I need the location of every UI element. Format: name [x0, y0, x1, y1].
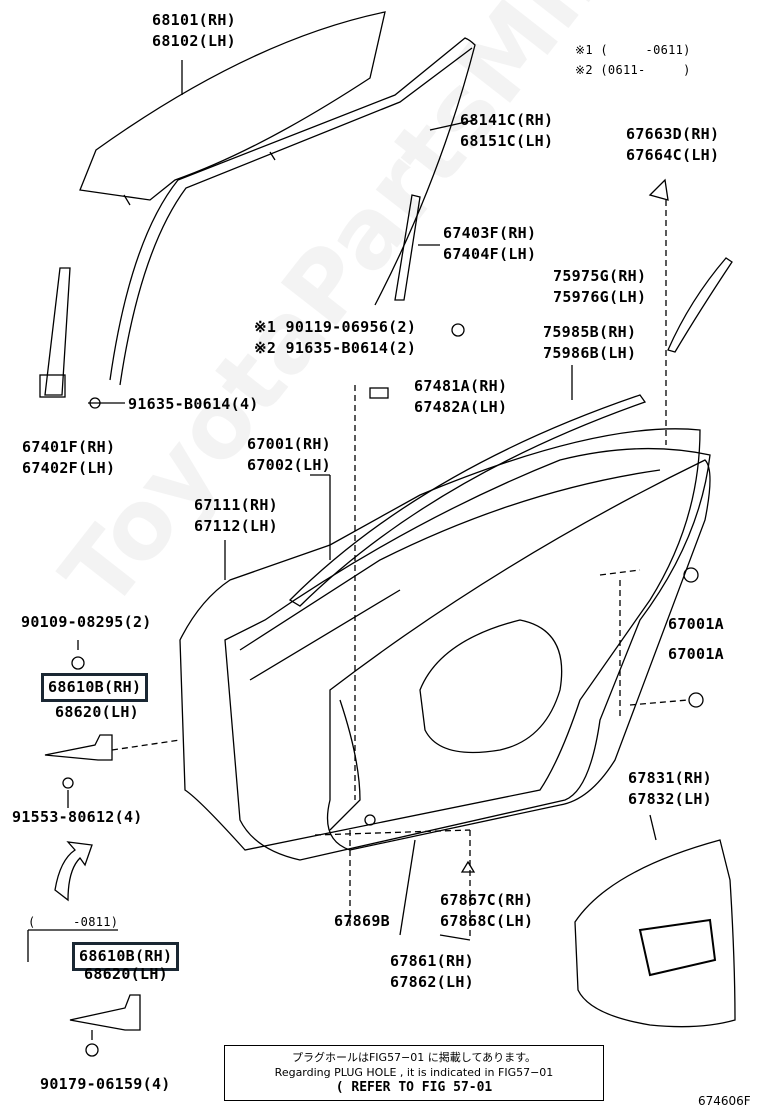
part-75986b-label[interactable]: 75986B(LH)	[543, 344, 637, 362]
door-check-alt	[69, 994, 141, 1031]
part-68102-label[interactable]: 68102(LH)	[152, 32, 236, 50]
part-67664c-label[interactable]: 67664C(LH)	[626, 146, 720, 164]
part-67402f-label[interactable]: 67402F(LH)	[22, 459, 116, 477]
direction-arrow	[54, 841, 93, 902]
part-68620-label[interactable]: 68620(LH)	[55, 703, 139, 721]
refer-fig-link[interactable]: ( REFER TO FIG 57-01	[335, 1080, 493, 1095]
part-68620-alt-label[interactable]: 68620(LH)	[84, 965, 168, 983]
part-68610b-label-highlighted[interactable]: 68610B(RH)	[41, 673, 149, 702]
part-75975g-label[interactable]: 75975G(RH)	[553, 267, 647, 285]
part-75976g-label[interactable]: 75976G(LH)	[553, 288, 647, 306]
part-67482a-label[interactable]: 67482A(LH)	[414, 398, 508, 416]
part-91553-label[interactable]: 91553-80612(4)	[12, 808, 143, 826]
variant-note-1: ※1 ( -0611)	[575, 43, 691, 57]
part-67401f-label[interactable]: 67401F(RH)	[22, 438, 116, 456]
part-67403f-label[interactable]: 67403F(RH)	[443, 224, 537, 242]
date-range-0811: ( -0811)	[28, 915, 119, 929]
variant-note-2: ※2 (0611- )	[575, 63, 691, 77]
part-68101-label[interactable]: 68101(RH)	[152, 11, 236, 29]
part-90179-label[interactable]: 90179-06159(4)	[40, 1075, 171, 1093]
door-inner-frame	[224, 447, 711, 861]
part-91635-label[interactable]: 91635-B0614(4)	[128, 395, 259, 413]
document-id: 674606F	[698, 1094, 751, 1108]
part-67404f-label[interactable]: 67404F(LH)	[443, 245, 537, 263]
rear-lower-frame	[44, 267, 71, 396]
plug-hole-footnote: プラグホールはFIG57−01 に掲載してあります。 Regarding PLU…	[224, 1045, 604, 1101]
part-67002-label[interactable]: 67002(LH)	[247, 456, 331, 474]
part-68141c-label[interactable]: 68141C(RH)	[460, 111, 554, 129]
door-outer-panel	[179, 428, 701, 851]
part-67663d-label[interactable]: 67663D(RH)	[626, 125, 720, 143]
part-68610b-alt-label-highlighted[interactable]: 68610B(RH)	[72, 942, 180, 971]
part-67111-label[interactable]: 67111(RH)	[194, 496, 278, 514]
footnote-english: Regarding PLUG HOLE , it is indicated in…	[274, 1066, 554, 1079]
service-hole	[419, 619, 563, 754]
part-67481a-label[interactable]: 67481A(RH)	[414, 377, 508, 395]
part-67001a-label-1[interactable]: 67001A	[668, 615, 724, 633]
part-91635-alt-label[interactable]: ※2 91635-B0614(2)	[254, 339, 417, 357]
outer-weatherstrip	[288, 394, 647, 607]
part-67832-label[interactable]: 67832(LH)	[628, 790, 712, 808]
mirror-base-cover	[648, 178, 669, 201]
footnote-japanese: プラグホールはFIG57−01 に掲載してあります。	[291, 1051, 537, 1064]
part-67001a-label-2[interactable]: 67001A	[668, 645, 724, 663]
division-bar	[394, 194, 421, 301]
door-trim-cover	[574, 839, 736, 1028]
part-67867c-label[interactable]: 67867C(RH)	[440, 891, 534, 909]
part-90109-label[interactable]: 90109-08295(2)	[21, 613, 152, 631]
glass-run	[109, 37, 476, 386]
part-67831-label[interactable]: 67831(RH)	[628, 769, 712, 787]
part-67112-label[interactable]: 67112(LH)	[194, 517, 278, 535]
part-67862-label[interactable]: 67862(LH)	[390, 973, 474, 991]
part-90119-label[interactable]: ※1 90119-06956(2)	[254, 318, 417, 336]
door-glass	[79, 11, 386, 201]
part-67001-label[interactable]: 67001(RH)	[247, 435, 331, 453]
part-68151c-label[interactable]: 68151C(LH)	[460, 132, 554, 150]
part-67868c-label[interactable]: 67868C(LH)	[440, 912, 534, 930]
door-check	[44, 734, 113, 761]
belt-moulding	[667, 257, 733, 353]
part-75985b-label[interactable]: 75985B(RH)	[543, 323, 637, 341]
part-67861-label[interactable]: 67861(RH)	[390, 952, 474, 970]
part-67869b-label[interactable]: 67869B	[334, 912, 390, 930]
